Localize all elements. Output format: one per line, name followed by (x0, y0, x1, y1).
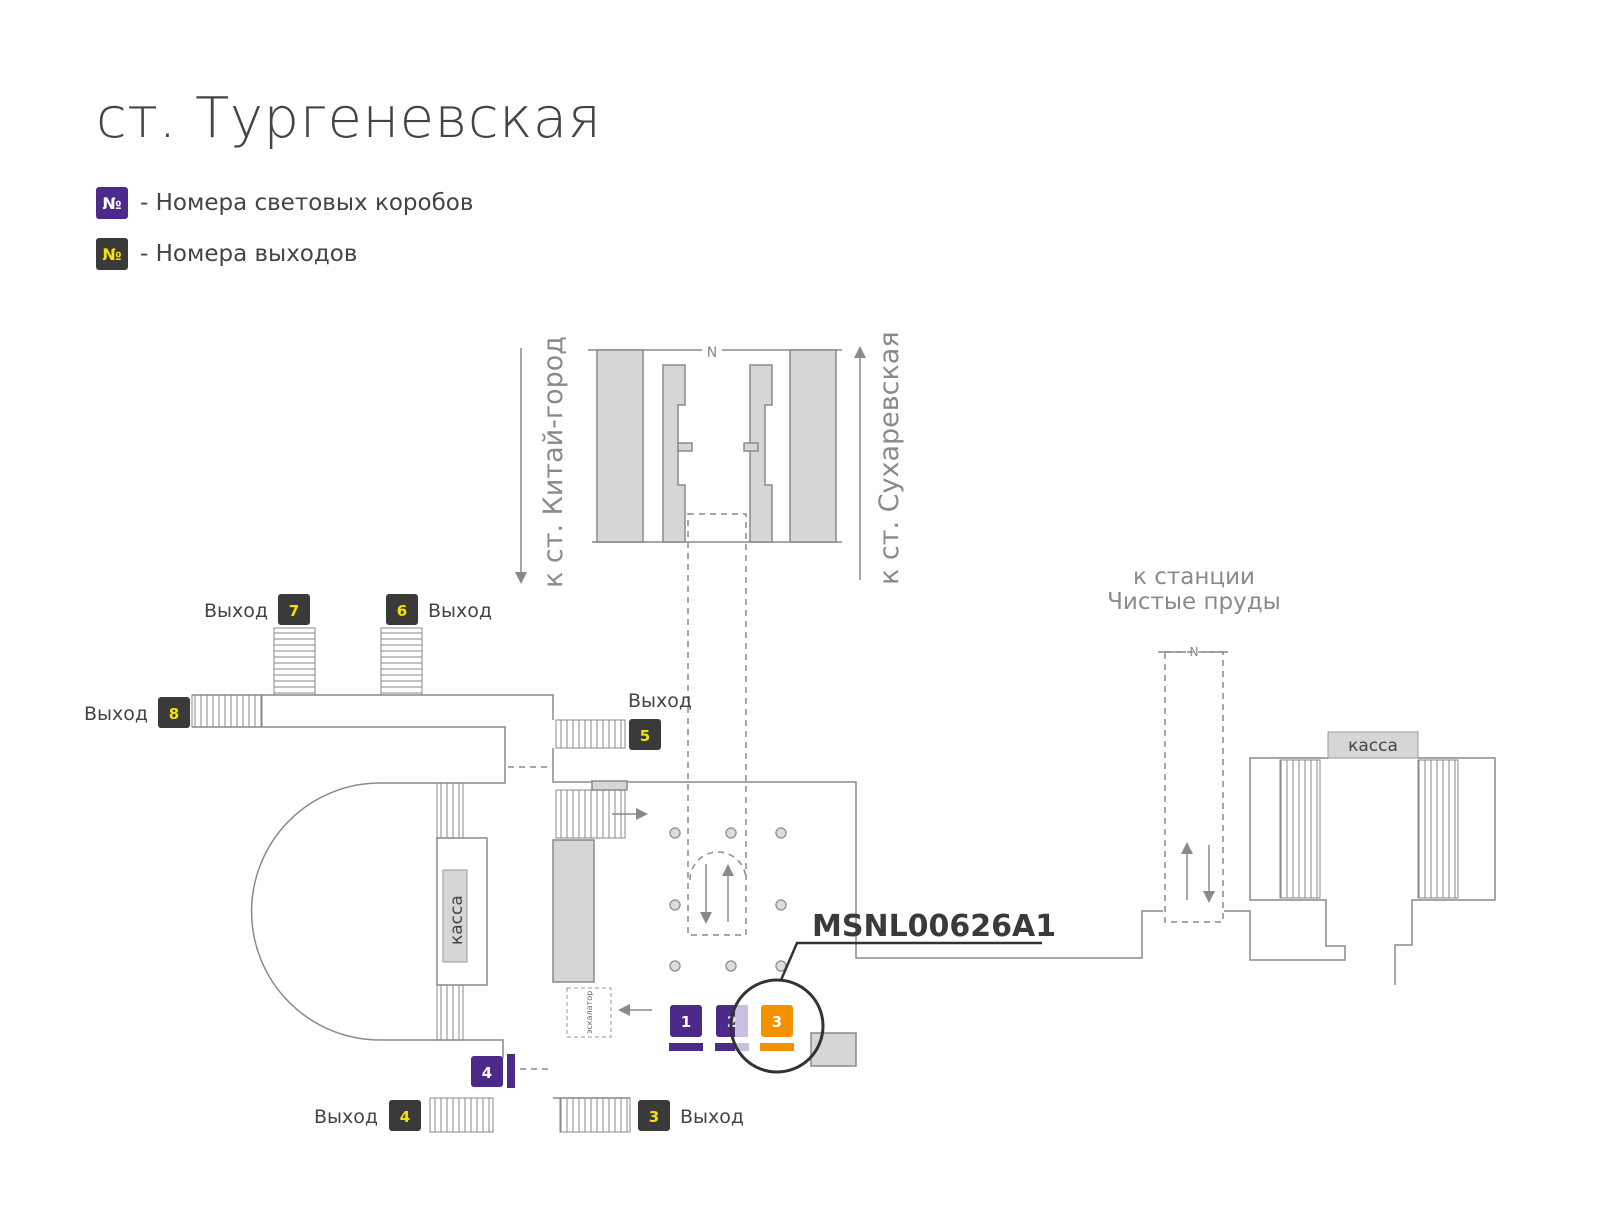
columns (669, 827, 787, 972)
flow-arrows (612, 808, 1215, 1016)
svg-text:Выход: Выход (314, 1106, 378, 1128)
callout: MSNL00626A1 (729, 909, 1056, 1074)
north-marker: N (1190, 645, 1199, 659)
exit-6: 6 Выход (386, 594, 492, 625)
exit-3: 3 Выход (638, 1100, 744, 1131)
lightbox-4[interactable]: 4 (471, 1054, 515, 1088)
svg-text:4: 4 (400, 1108, 410, 1126)
svg-text:6: 6 (397, 602, 407, 620)
svg-text:3: 3 (649, 1108, 659, 1126)
callout-label: MSNL00626A1 (812, 909, 1056, 944)
svg-text:Выход: Выход (680, 1106, 744, 1128)
platform (588, 349, 842, 936)
exit-7: Выход 7 (204, 594, 310, 625)
svg-text:Выход: Выход (628, 690, 692, 712)
exit-legend-swatch: № (96, 238, 128, 270)
svg-text:3: 3 (772, 1013, 782, 1031)
svg-text:4: 4 (482, 1064, 492, 1082)
legend-text: - Номера световых коробов (140, 190, 474, 216)
page-title: ст. Тургеневская (96, 86, 602, 151)
direction-chistye-prudy-line1: к станции (1133, 564, 1255, 590)
direction-chistye-prudy-line2: Чистые пруды (1107, 589, 1281, 615)
direction-kitay-gorod: к ст. Китай-город (538, 336, 569, 588)
exit-5: Выход 5 (628, 690, 692, 750)
kassa-left (442, 869, 468, 963)
legend-lightbox: № - Номера световых коробов (96, 187, 473, 219)
north-marker: N (707, 345, 717, 361)
lightbox-3[interactable]: 3 (760, 1005, 794, 1051)
kassa-left-label: касса (447, 895, 467, 945)
transfer-passage (1158, 651, 1228, 923)
stairs (191, 627, 1459, 1133)
exit-4: Выход 4 (314, 1100, 421, 1131)
svg-text:5: 5 (640, 727, 650, 745)
svg-text:1: 1 (681, 1013, 691, 1031)
svg-text:Выход: Выход (204, 600, 268, 622)
lightbox-legend-swatch: № (96, 187, 128, 219)
kassa-right (1327, 731, 1419, 759)
svg-text:Выход: Выход (428, 600, 492, 622)
direction-sukharevskaya: к ст. Сухаревская (874, 331, 905, 585)
svg-text:Выход: Выход (84, 703, 148, 725)
lightbox-1[interactable]: 1 (669, 1005, 703, 1051)
legend-text: - Номера выходов (140, 241, 358, 267)
legend-exit: № - Номера выходов (96, 238, 357, 270)
svg-text:8: 8 (169, 705, 179, 723)
exit-8: Выход 8 (84, 697, 190, 728)
kassa-right-label: касса (1348, 736, 1398, 756)
escalator-label: эскалатор (585, 991, 594, 1034)
svg-text:7: 7 (289, 602, 299, 620)
escalator (566, 987, 612, 1038)
